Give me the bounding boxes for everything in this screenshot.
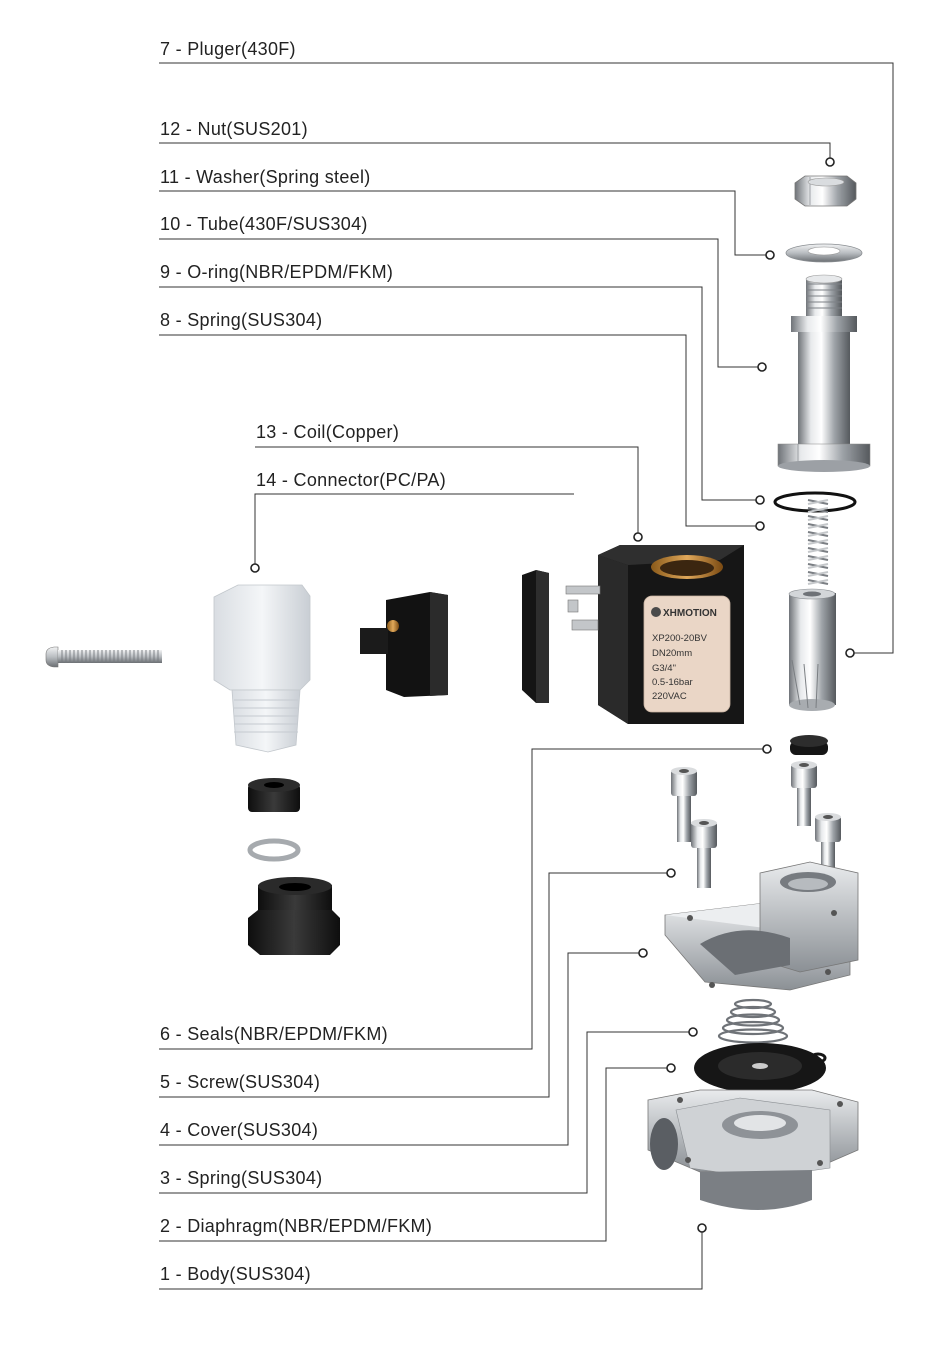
- cover-part: [664, 861, 859, 991]
- part-label-5: 5 - Screw(SUS304): [160, 1072, 321, 1092]
- callout-marker-1: [697, 1223, 707, 1233]
- part-label-13: 13 - Coil(Copper): [256, 422, 400, 442]
- washer-part: [785, 243, 863, 263]
- socket-screw-1: [671, 767, 697, 842]
- part-label-11: 11 - Washer(Spring steel): [160, 167, 371, 187]
- diaphragm-part: [694, 1043, 827, 1093]
- callout-marker-10: [757, 362, 767, 372]
- callout-marker-14: [250, 563, 260, 573]
- part-label-7: 7 - Pluger(430F): [160, 39, 296, 59]
- part-label-12: 12 - Nut(SUS201): [160, 119, 308, 139]
- callout-marker-9: [755, 495, 765, 505]
- cable-washer-part: [247, 838, 301, 862]
- leader-line-6: [159, 748, 767, 1050]
- leader-line-12: [159, 142, 831, 162]
- coil-part: XHMOTION XP200-20BV DN20mm G3/4" 0.5-16b…: [565, 545, 744, 724]
- part-label-8: 8 - Spring(SUS304): [160, 310, 323, 330]
- callout-markers: [250, 157, 855, 1233]
- part-label-2: 2 - Diaphragm(NBR/EPDM/FKM): [160, 1216, 433, 1236]
- connector-housing-part: [213, 584, 311, 753]
- cable-seal-part: [248, 778, 300, 812]
- callout-marker-7: [845, 648, 855, 658]
- leader-line-1: [159, 1228, 703, 1290]
- part-label-14: 14 - Connector(PC/PA): [256, 470, 447, 490]
- coil-dn-text: DN20mm: [652, 648, 692, 659]
- leader-line-4: [159, 952, 643, 1146]
- socket-screw-2: [791, 761, 817, 826]
- part-label-1: 1 - Body(SUS304): [160, 1264, 311, 1284]
- callout-marker-8: [755, 521, 765, 531]
- part-label-4: 4 - Cover(SUS304): [160, 1120, 319, 1140]
- valve-body-part: [647, 1089, 859, 1210]
- leader-line-10: [159, 238, 762, 368]
- cone-spring-part: [717, 998, 789, 1044]
- terminal-block-part: [360, 592, 448, 697]
- part-label-10: 10 - Tube(430F/SUS304): [160, 214, 368, 234]
- callout-marker-2: [666, 1063, 676, 1073]
- callout-marker-11: [765, 250, 775, 260]
- part-label-6: 6 - Seals(NBR/EPDM/FKM): [160, 1024, 388, 1044]
- leader-line-8: [159, 334, 760, 527]
- tube-part: [777, 274, 871, 472]
- small-spring-part: [807, 499, 829, 585]
- coil-model-text: XP200-20BV: [652, 633, 708, 644]
- part-label-3: 3 - Spring(SUS304): [160, 1168, 323, 1188]
- coil-brand-text: XHMOTION: [663, 608, 717, 619]
- gland-nut-part: [248, 877, 340, 955]
- leader-line-2: [159, 1067, 671, 1242]
- plunger-part: [788, 588, 836, 711]
- coil-voltage-text: 220VAC: [652, 691, 687, 702]
- callout-marker-3: [688, 1027, 698, 1037]
- callout-marker-12: [825, 157, 835, 167]
- gasket-part: [522, 570, 549, 703]
- long-screw-part: [45, 646, 162, 668]
- callout-marker-4: [638, 948, 648, 958]
- part-label-9: 9 - O-ring(NBR/EPDM/FKM): [160, 262, 394, 282]
- coil-thread-text: G3/4": [652, 663, 676, 674]
- callout-marker-5: [666, 868, 676, 878]
- callout-marker-13: [633, 532, 643, 542]
- leader-line-13: [255, 446, 639, 537]
- coil-pressure-text: 0.5-16bar: [652, 677, 693, 688]
- leader-line-11: [159, 190, 770, 256]
- leader-line-14: [254, 493, 574, 568]
- socket-screw-3: [691, 819, 717, 888]
- seal-cap-part: [790, 735, 828, 755]
- leader-lines: [159, 62, 894, 1290]
- leader-line-7: [159, 62, 894, 654]
- leader-line-5: [159, 872, 671, 1098]
- callout-marker-6: [762, 744, 772, 754]
- nut-part: [794, 175, 857, 207]
- leader-line-3: [159, 1031, 693, 1194]
- leader-line-9: [159, 286, 760, 501]
